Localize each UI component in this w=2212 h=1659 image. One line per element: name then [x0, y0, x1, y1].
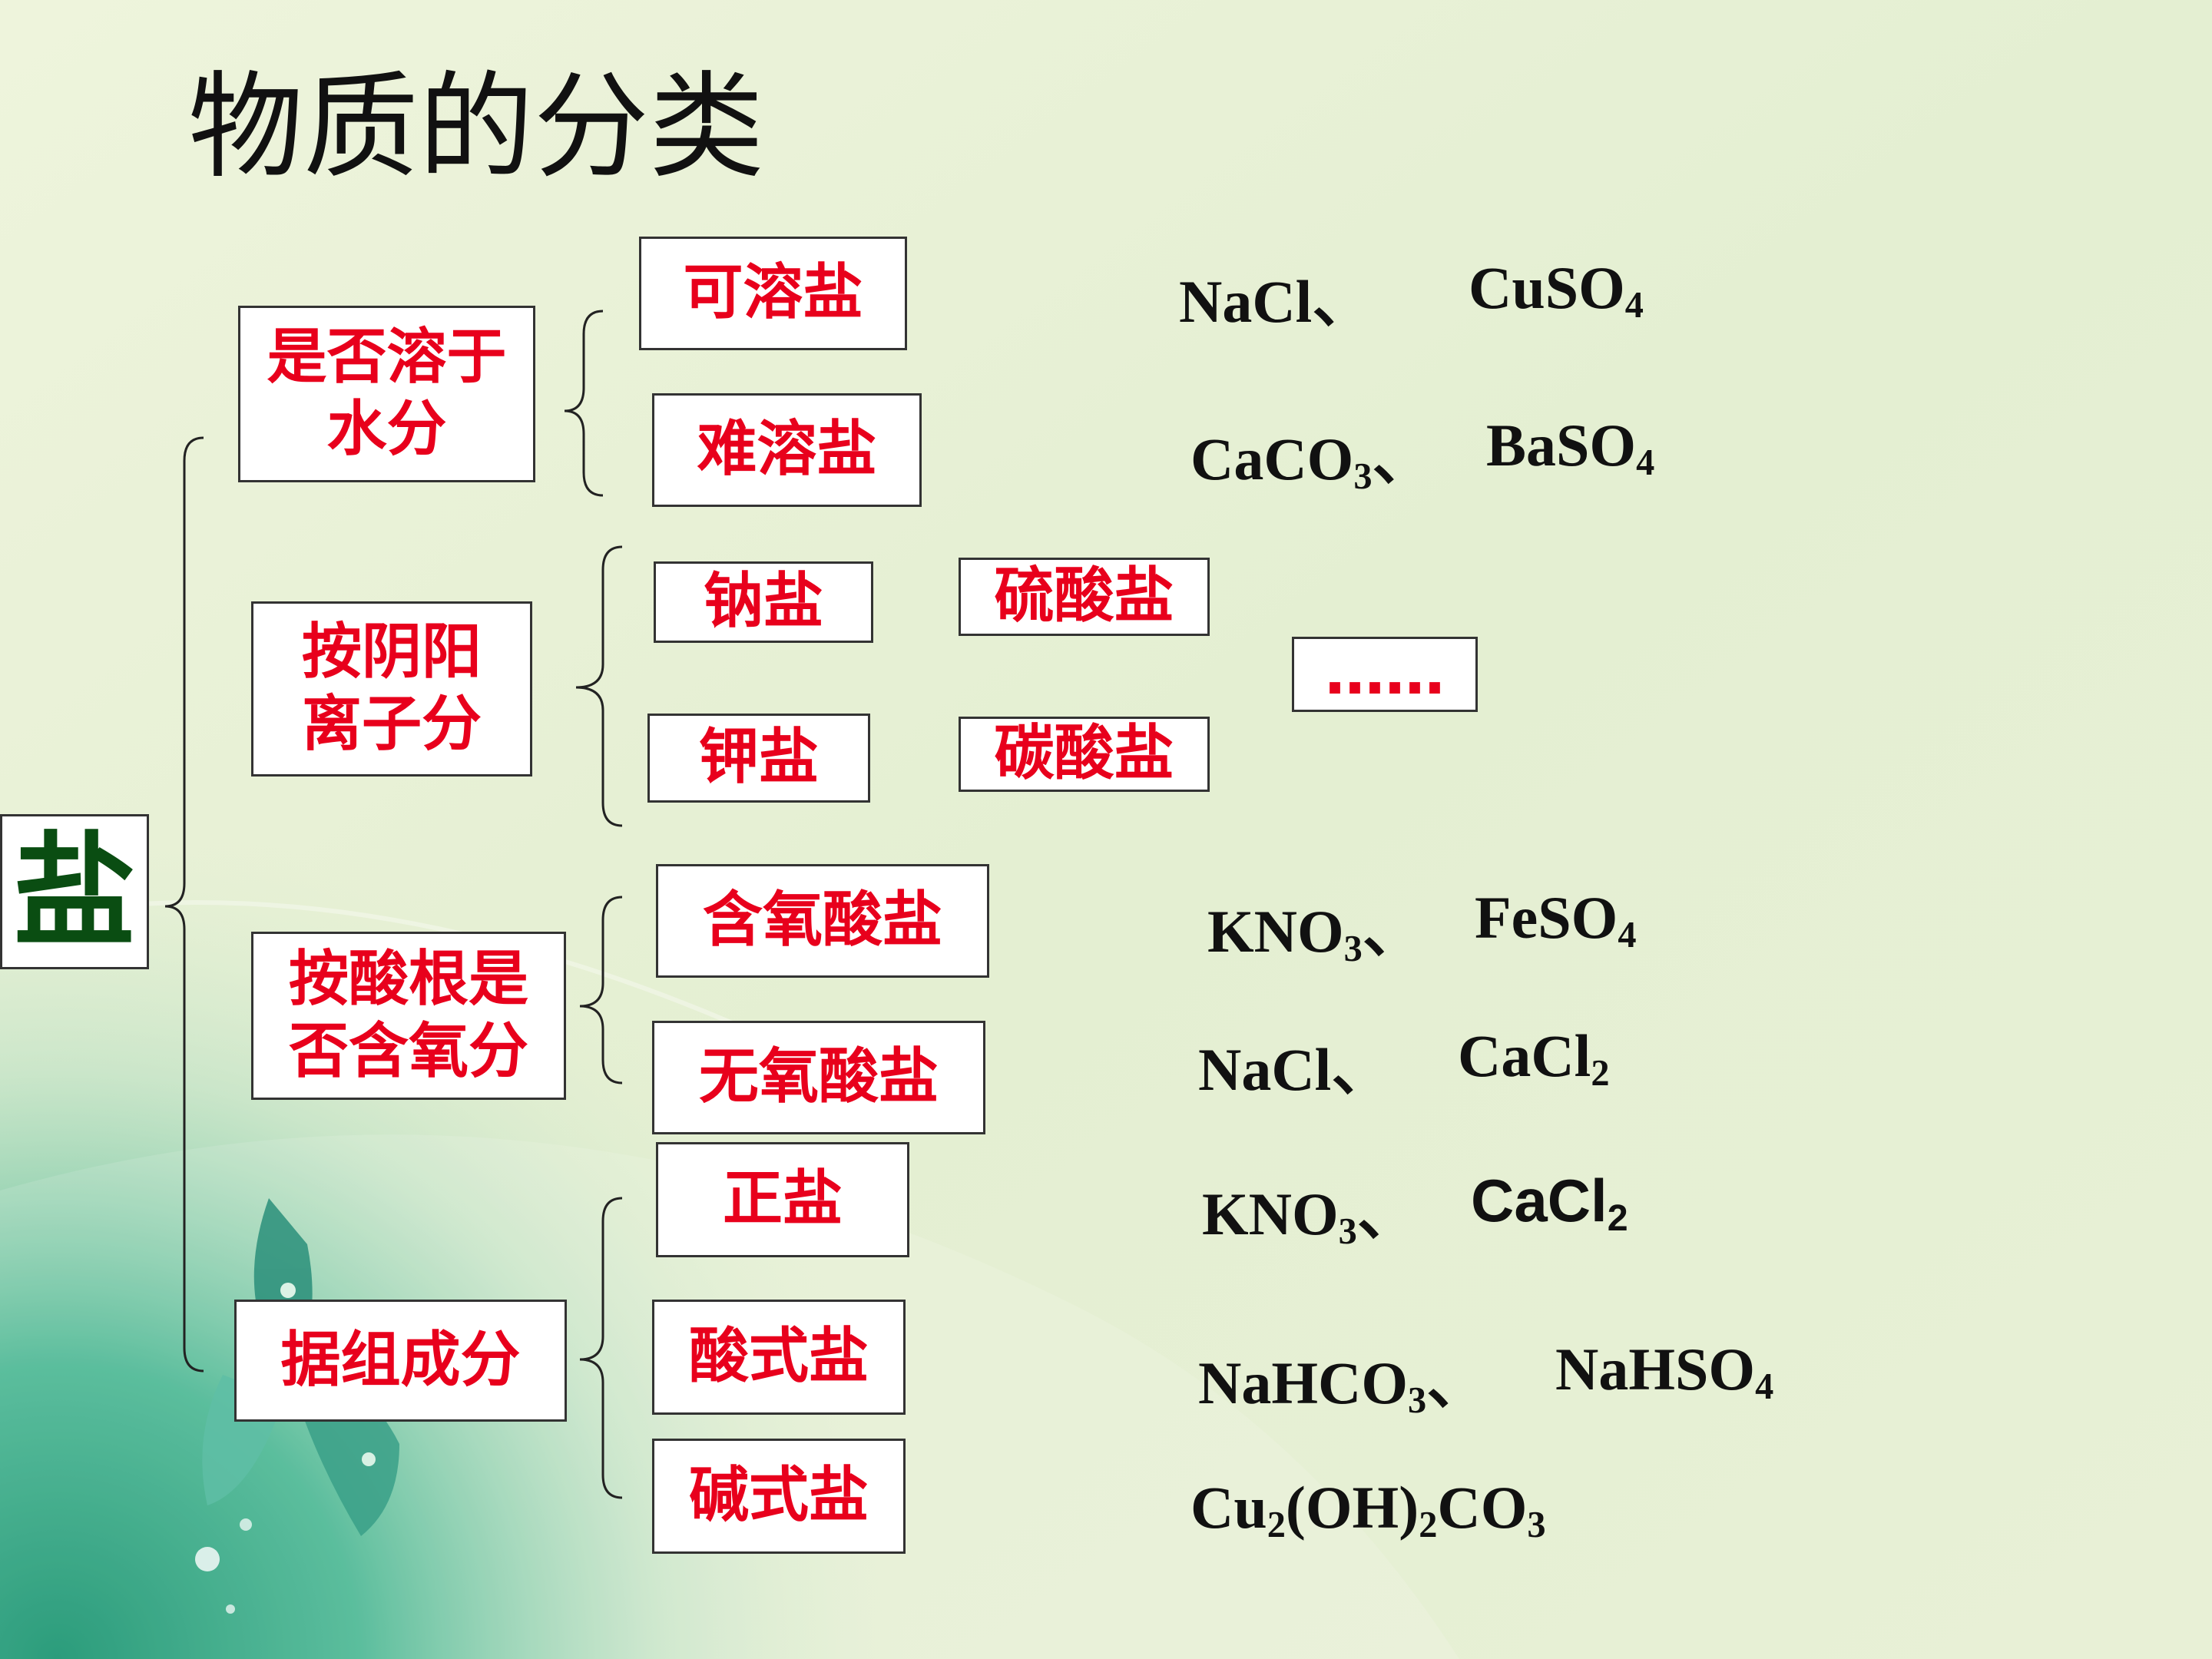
node-insoluble-salt: 难溶盐 [652, 393, 922, 507]
formula-part: CaCO [1190, 426, 1354, 492]
formula-part: CuSO [1469, 254, 1625, 321]
formula-subscript: 4 [1755, 1366, 1774, 1408]
formula-subscript: 4 [1624, 285, 1644, 326]
category-label: 按酸根是 否含氧分 [288, 944, 528, 1086]
formula: BaSO4 [1486, 411, 1655, 484]
formula-part: CO [1437, 1474, 1528, 1541]
node-label: 无氧酸盐 [698, 1042, 939, 1112]
formula-part: KNO [1207, 898, 1344, 965]
formula: NaCl、 [1198, 1022, 1391, 1108]
formula-part: BaSO [1486, 412, 1637, 478]
formula-subscript: 2 [1267, 1505, 1286, 1546]
node-acid-salt: 酸式盐 [652, 1300, 906, 1415]
category-composition: 据组成分 [234, 1300, 567, 1422]
formula-subscript: 2 [1591, 1053, 1610, 1094]
formula: KNO3、 [1202, 1166, 1417, 1252]
category-label: 据组成分 [280, 1325, 521, 1395]
formula-part: 、 [1372, 426, 1432, 492]
formula-part: (OH) [1285, 1474, 1419, 1541]
node-label: 钾盐 [698, 723, 819, 793]
formula: CaCl2 [1471, 1166, 1628, 1240]
formula-part: 、 [1312, 268, 1373, 335]
category-label: 是否溶于 水分 [267, 323, 507, 464]
formula: NaHCO3、 [1198, 1335, 1486, 1421]
node-sulfate-salt: 硫酸盐 [959, 558, 1210, 636]
root-label: 盐 [12, 820, 136, 963]
formula-part: 、 [1356, 1181, 1417, 1247]
formula-part: 、 [1362, 898, 1422, 965]
formula-subscript: 3 [1353, 456, 1373, 498]
node-label: 酸式盐 [688, 1322, 869, 1392]
page-title: 物质的分类 [188, 61, 765, 194]
formula-part: KNO [1202, 1181, 1339, 1247]
node-oxyacid-salt: 含氧酸盐 [656, 864, 989, 978]
formula-part: NaCl [1198, 1036, 1332, 1103]
formula-part: NaHSO [1555, 1336, 1756, 1402]
formula-subscript: 3 [1527, 1505, 1546, 1546]
node-soluble-salt: 可溶盐 [639, 237, 907, 350]
formula-part: NaCl [1179, 268, 1313, 335]
node-ellipsis: …… [1292, 637, 1478, 712]
formula: FeSO4 [1475, 883, 1637, 956]
formula: CaCO3、 [1190, 411, 1432, 497]
node-label: 硫酸盐 [994, 561, 1174, 631]
category-label: 按阴阳 离子分 [301, 618, 482, 759]
formula-part: FeSO [1475, 884, 1618, 951]
formula: CuSO4 [1469, 253, 1644, 326]
ellipsis-label: …… [1325, 639, 1445, 709]
formula-part: NaHCO [1198, 1349, 1408, 1416]
formula-part: Cu [1190, 1474, 1267, 1541]
formula-part: CaCl [1471, 1167, 1608, 1234]
node-label: 难溶盐 [697, 415, 877, 485]
formula: KNO3、 [1207, 883, 1422, 969]
node-basic-salt: 碱式盐 [652, 1439, 906, 1554]
formula: NaHSO4 [1555, 1335, 1774, 1408]
formula-subscript: 3 [1343, 929, 1363, 970]
node-label: 碱式盐 [688, 1461, 869, 1531]
formula: CaCl2 [1458, 1022, 1610, 1094]
formula-subscript: 4 [1636, 442, 1655, 484]
node-carbonate-salt: 碳酸盐 [959, 717, 1210, 792]
formula: Cu2(OH)2CO3 [1190, 1473, 1546, 1546]
node-potassium-salt: 钾盐 [647, 714, 870, 803]
node-label: 含氧酸盐 [702, 886, 942, 955]
node-label: 可溶盐 [683, 258, 863, 328]
formula-part: CaCl [1458, 1022, 1591, 1089]
node-non-oxyacid-salt: 无氧酸盐 [652, 1021, 985, 1134]
node-normal-salt: 正盐 [656, 1142, 909, 1257]
category-ion: 按阴阳 离子分 [251, 601, 532, 777]
formula-subscript: 2 [1419, 1505, 1438, 1546]
node-label: 碳酸盐 [994, 719, 1174, 789]
node-label: 钠盐 [703, 567, 823, 637]
root-node-salt: 盐 [0, 814, 149, 969]
category-oxyacid: 按酸根是 否含氧分 [251, 932, 566, 1100]
formula-part: 、 [1426, 1349, 1487, 1416]
formula: NaCl、 [1179, 253, 1372, 339]
formula-subscript: 3 [1408, 1380, 1427, 1422]
category-solubility: 是否溶于 水分 [238, 306, 535, 482]
formula-subscript: 3 [1338, 1211, 1357, 1253]
node-label: 正盐 [722, 1164, 843, 1234]
formula-part: 、 [1331, 1036, 1392, 1103]
node-sodium-salt: 钠盐 [654, 561, 873, 643]
formula-subscript: 4 [1618, 915, 1637, 956]
formula-subscript: 2 [1607, 1197, 1628, 1240]
